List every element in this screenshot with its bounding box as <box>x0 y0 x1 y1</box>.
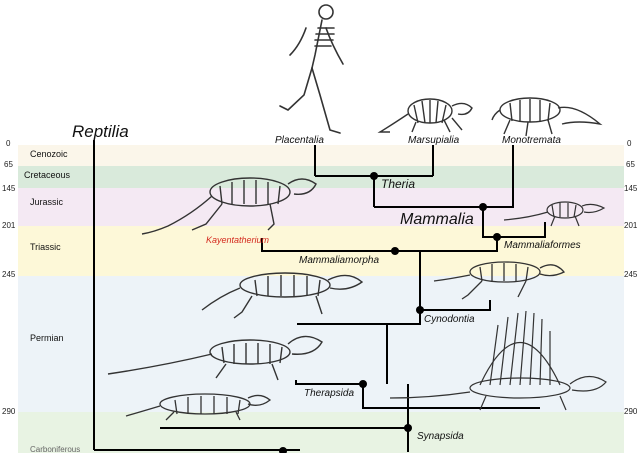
skeleton-pelycosaur-small <box>125 393 272 421</box>
node-therapsida <box>359 380 367 388</box>
skeleton-human <box>279 4 344 134</box>
period-triassic: Triassic <box>30 242 61 252</box>
skeleton-mammaliaform <box>503 201 606 227</box>
skeleton-monotreme <box>491 97 603 137</box>
label-kayentatherium: Kayentatherium <box>206 235 270 245</box>
branch-pelycosaur <box>362 384 540 409</box>
age-right-0: 0 <box>627 139 632 148</box>
label-marsupialia: Marsupialia <box>408 135 460 146</box>
node-cynodontia <box>416 306 424 314</box>
label-mammaliamorpha: Mammaliamorpha <box>299 255 379 266</box>
label-synapsida: Synapsida <box>417 431 464 442</box>
branch-mammalia <box>482 207 497 238</box>
label-therapsida: Therapsida <box>304 388 354 399</box>
age-left-201: 201 <box>2 221 16 230</box>
branch-mammaliamorpha-node <box>261 238 395 252</box>
skeleton-marsupial <box>377 98 473 133</box>
skeleton-cynodont-left <box>201 272 364 319</box>
branch-mammaliaformes <box>395 237 498 252</box>
period-permian: Permian <box>30 333 64 343</box>
age-left-245: 245 <box>2 270 16 279</box>
label-mammalia: Mammalia <box>400 211 474 228</box>
tree-lines <box>93 140 546 452</box>
period-jurassic: Jurassic <box>30 197 64 207</box>
skeleton-cynodont-right <box>433 261 566 300</box>
label-placentalia: Placentalia <box>275 135 324 146</box>
skeleton-dimetrodon <box>389 310 607 411</box>
age-right-65: 65 <box>626 160 635 169</box>
branch-mammalia-top <box>374 145 514 208</box>
skeleton-kayentatherium <box>141 177 317 235</box>
tree-nodes <box>279 172 501 453</box>
age-right-290: 290 <box>624 407 638 416</box>
node-mammalia <box>479 203 487 211</box>
title-reptilia: Reptilia <box>72 122 129 141</box>
period-carboniferous: Carboniferous <box>30 445 81 454</box>
branch-mammaliamorpha <box>395 250 421 310</box>
age-left-145: 145 <box>2 184 16 193</box>
age-right-245: 245 <box>624 270 638 279</box>
branch-mamfo-right <box>497 222 546 238</box>
period-cenozoic: Cenozoic <box>30 149 68 159</box>
label-cynodontia: Cynodontia <box>424 314 475 325</box>
band-carboniferous <box>18 412 624 453</box>
age-right-201: 201 <box>624 221 638 230</box>
age-right-145: 145 <box>624 184 638 193</box>
age-left-0: 0 <box>6 139 11 148</box>
age-left-65: 65 <box>4 160 13 169</box>
node-synapsida <box>404 424 412 432</box>
node-mammaliaformes <box>493 233 501 241</box>
branch-cynodontia <box>387 310 421 325</box>
branch-cyno-right <box>420 300 491 311</box>
band-cenozoic <box>18 145 624 166</box>
label-monotremata: Monotremata <box>502 135 561 146</box>
branch-therapsida <box>295 380 363 385</box>
node-base <box>279 447 287 453</box>
label-mammaliaformes: Mammaliaformes <box>504 240 581 251</box>
period-cretaceous: Cretaceous <box>24 170 71 180</box>
node-theria <box>370 172 378 180</box>
label-theria: Theria <box>381 177 415 191</box>
age-left-290: 290 <box>2 407 16 416</box>
band-jurassic <box>18 188 624 226</box>
branch-to-cynodontia <box>297 323 388 384</box>
skeleton-therapsid <box>107 335 323 381</box>
node-mammaliamorpha <box>391 247 399 255</box>
